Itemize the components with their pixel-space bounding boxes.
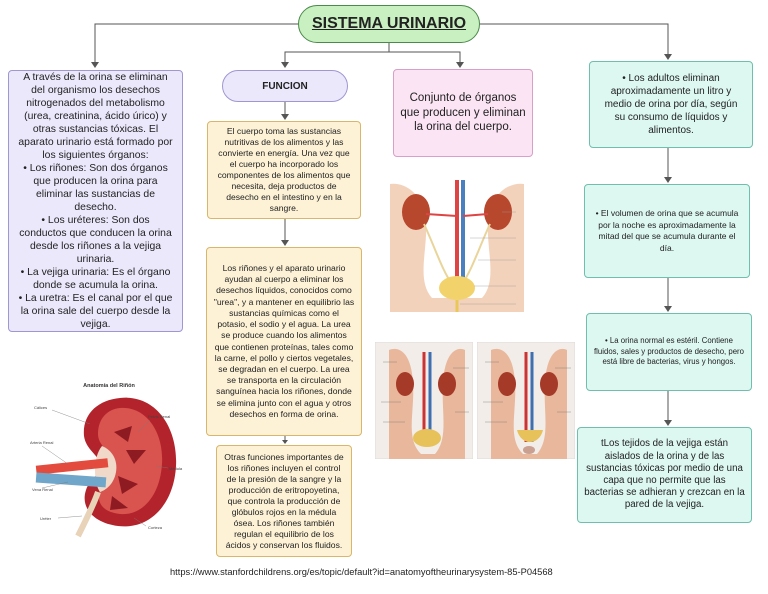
fact-text-3: • La orina normal es estéril. Contiene f… [594, 336, 744, 367]
fact-box-4: tLos tejidos de la vejiga están aislados… [577, 427, 752, 523]
kidney-illustration: Cálices Pelvis Renal Arteria Renal Médul… [30, 397, 183, 538]
function-text-3: Otras funciones importantes de los riñon… [224, 451, 344, 550]
source-url[interactable]: https://www.stanfordchildrens.org/es/top… [170, 567, 553, 577]
kidney-label-corteza: Corteza [148, 525, 163, 530]
function-text-2: Los riñones y el aparato urinario ayudan… [213, 263, 355, 419]
description-text: A través de la orina se eliminan del org… [18, 72, 173, 330]
urinary-system-illustration [390, 180, 524, 312]
page-title: SISTEMA URINARIO [298, 5, 480, 43]
fact-text-2: • El volumen de orina que se acumula por… [595, 208, 739, 253]
fact-box-3: • La orina normal es estéril. Contiene f… [586, 313, 752, 391]
fact-box-1: • Los adultos eliminan aproximadamente u… [589, 61, 753, 148]
anatomy-panel-left [375, 342, 473, 459]
definition-box: Conjunto de órganos que producen y elimi… [393, 69, 533, 157]
function-text-1: El cuerpo toma las sustancias nutritivas… [217, 126, 351, 213]
urinary-system-description: A través de la orina se eliminan del org… [8, 70, 183, 332]
definition-text: Conjunto de órganos que producen y elimi… [400, 92, 526, 134]
kidney-label-ureter: Uréter [40, 516, 52, 521]
anatomy-panel-right [477, 342, 575, 459]
fact-text-1: • Los adultos eliminan aproximadamente u… [604, 73, 738, 136]
kidney-label-medula: Médula [169, 466, 183, 471]
kidney-label-pelvis: Pelvis Renal [148, 414, 170, 419]
kidney-figure-title: Anatomía del Riñón [83, 383, 135, 389]
function-box-2: Los riñones y el aparato urinario ayudan… [206, 247, 362, 436]
kidney-label-calices: Cálices [34, 405, 47, 410]
kidney-anatomy-figure: Anatomía del Riñón Cálices Pelvis Renal … [28, 380, 190, 538]
fact-box-2: • El volumen de orina que se acumula por… [584, 184, 750, 278]
funcion-label: FUNCION [222, 70, 348, 102]
kidney-label-vena: Vena Renal [32, 487, 53, 492]
fact-text-4: tLos tejidos de la vejiga están aislados… [584, 438, 745, 511]
function-box-3: Otras funciones importantes de los riñon… [216, 445, 352, 557]
kidney-label-arteria: Arteria Renal [30, 440, 53, 445]
function-box-1: El cuerpo toma las sustancias nutritivas… [207, 121, 361, 219]
